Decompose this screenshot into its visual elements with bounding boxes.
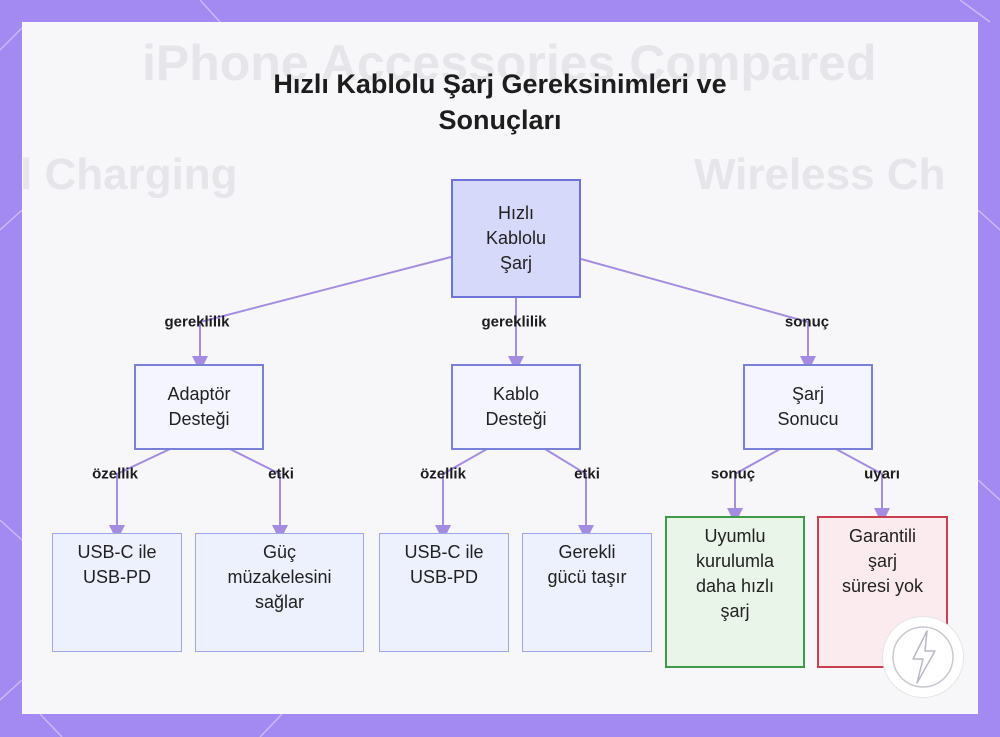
edge-label-cable-effect: etki [574,465,600,483]
node-adapter-effect-line: Güç [262,542,296,562]
background-heading: iPhone Accessories Compared [142,35,877,91]
node-adapter-line: Desteği [168,409,230,429]
edge-label-root-result: sonuç [784,313,830,331]
node-result-outcome: Uyumlu kurulumla daha hızlı şarj [665,516,805,668]
lightning-bolt-icon-graphic [892,626,954,688]
edge-adapter-effect [229,448,288,541]
node-cable-line: Kablo [492,384,540,404]
edge-result-warning [835,448,890,524]
background-left-label: l Charging [22,150,238,199]
node-result-line: Şarj [791,384,824,404]
edge-root-result [580,258,816,372]
node-result-warning-line: Garantili [848,526,917,546]
node-cable-effect: Gerekli gücü taşır [522,533,652,652]
background-right-label: Wireless Ch [694,150,946,199]
node-adapter-feature: USB-C ile USB-PD [52,533,182,652]
node-root-line: Kablolu [485,228,547,248]
node-cable-feature-line: USB-PD [409,567,478,587]
node-result-warning-line: süresi yok [841,576,924,596]
node-result-line: Sonucu [777,409,839,429]
edge-result-outcome [727,448,781,524]
node-root: Hızlı Kablolu Şarj [451,179,581,298]
node-result: Şarj Sonucu [743,364,873,450]
node-result-outcome-line: daha hızlı [695,576,775,596]
node-adapter-effect-line: müzakelesini [227,567,332,587]
edge-label-adapter-feature: özellik [92,465,138,483]
edge-adapter-feature [109,448,171,541]
node-adapter-feature-line: USB-PD [82,567,151,587]
node-result-warning-line: şarj [867,551,897,571]
node-cable-line: Desteği [485,409,547,429]
node-adapter: Adaptör Desteği [134,364,264,450]
lightning-bolt-icon [882,616,964,698]
edge-label-cable-feature: özellik [420,465,466,483]
diagram-title: Hızlı Kablolu Şarj Gereksinimleri ve Son… [0,66,1000,138]
node-adapter-feature-line: USB-C ile [77,542,157,562]
node-result-outcome-line: Uyumlu [704,526,766,546]
node-root-line: Şarj [499,253,532,273]
node-cable-effect-line: gücü taşır [547,567,627,587]
node-root-line: Hızlı [497,203,534,223]
node-cable-feature-line: USB-C ile [404,542,484,562]
node-result-outcome-line: kurulumla [695,551,775,571]
title-line-2: Sonuçları [438,105,562,135]
node-cable: Kablo Desteği [451,364,581,450]
node-result-outcome-line: şarj [720,601,750,621]
edge-cable-feature [435,448,488,541]
node-adapter-line: Adaptör [167,384,231,404]
edge-root-adapter [192,256,452,372]
node-cable-feature: USB-C ile USB-PD [379,533,509,652]
node-cable-effect-line: Gerekli [558,542,616,562]
edge-label-root-cable: gereklilik [481,313,547,331]
edge-label-result-warning: uyarı [864,465,900,483]
edge-label-result-outcome: sonuç [710,465,756,483]
node-adapter-effect-line: sağlar [254,592,304,612]
title-line-1: Hızlı Kablolu Şarj Gereksinimleri ve [273,69,727,99]
edge-label-adapter-effect: etki [268,465,294,483]
edge-label-root-adapter: gereklilik [164,313,230,331]
node-adapter-effect: Güç müzakelesini sağlar [195,533,364,652]
edge-cable-effect [544,448,594,541]
